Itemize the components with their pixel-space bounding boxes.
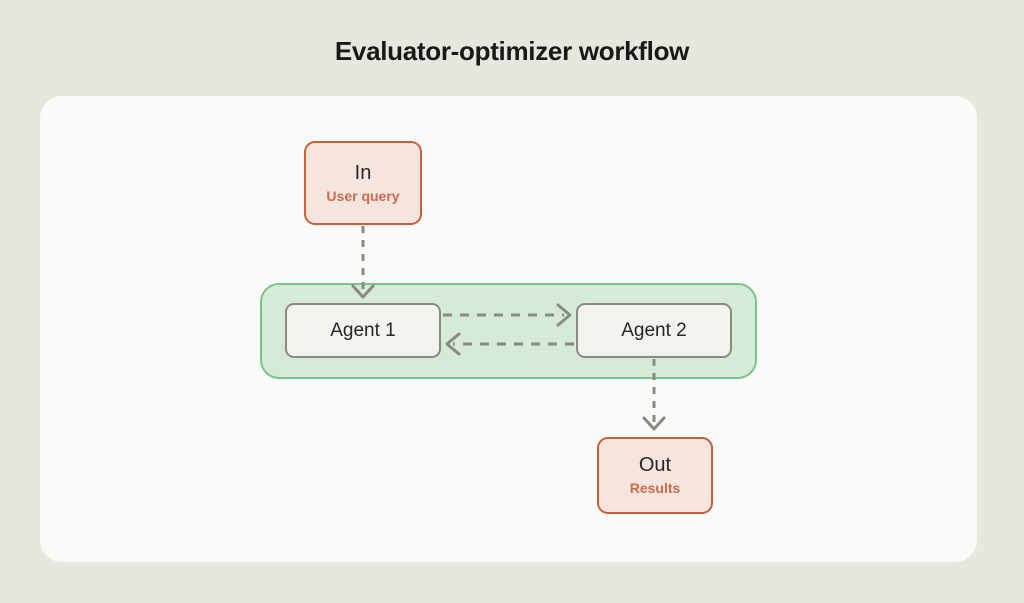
node-input-subtitle: User query — [326, 187, 400, 204]
node-agent-1[interactable]: Agent 1 — [285, 303, 441, 358]
node-input-title: In — [354, 161, 372, 184]
node-output-title: Out — [638, 454, 672, 477]
node-agent-2-label: Agent 2 — [621, 319, 687, 341]
node-output-subtitle: Results — [629, 480, 681, 497]
node-agent-1-label: Agent 1 — [330, 319, 396, 341]
node-output[interactable]: Out Results — [597, 437, 713, 514]
diagram-title: Evaluator-optimizer workflow — [334, 36, 690, 66]
node-agent-2[interactable]: Agent 2 — [576, 303, 732, 358]
node-input[interactable]: In User query — [304, 141, 422, 225]
